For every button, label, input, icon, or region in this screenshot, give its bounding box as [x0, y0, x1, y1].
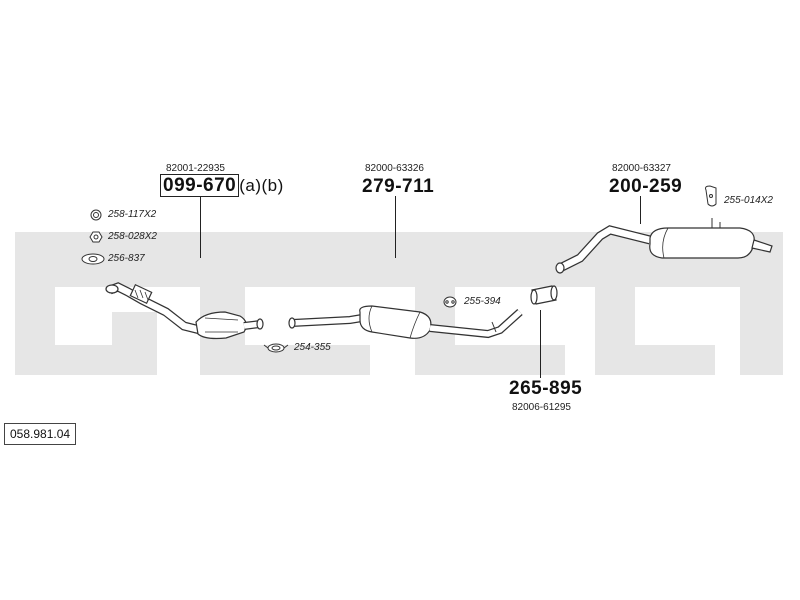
- front-pipe-oem-number: 82001-22935: [166, 163, 225, 174]
- leader-line-rear: [640, 196, 641, 224]
- leader-line-front: [200, 196, 201, 258]
- front-pipe-part-label[interactable]: 099-670(a)(b): [160, 174, 284, 197]
- nut-part-number[interactable]: 258-028X2: [108, 231, 157, 242]
- middle-silencer-part-number[interactable]: 279-711: [362, 176, 435, 197]
- watermark-block: [595, 345, 715, 375]
- front-pipe-part-number[interactable]: 099-670: [160, 174, 240, 197]
- nut-icon: [89, 231, 103, 243]
- rear-silencer-drawing[interactable]: [555, 218, 773, 274]
- ring-icon: [90, 209, 102, 221]
- connector-oem-number: 82006-61295: [512, 402, 571, 413]
- watermark-block: [15, 345, 155, 375]
- watermark-block: [740, 287, 783, 375]
- front-pipe-variant-suffix: (a)(b): [239, 176, 284, 195]
- leader-line-middle: [395, 196, 396, 258]
- middle-silencer-drawing[interactable]: [288, 305, 523, 339]
- clamp-part-number[interactable]: 254-355: [294, 342, 331, 353]
- rubber-hanger-part-number[interactable]: 255-394: [464, 296, 501, 307]
- connector-part-number[interactable]: 265-895: [509, 378, 583, 399]
- ring-part-number[interactable]: 258-117X2: [108, 209, 157, 220]
- bracket-icon: [705, 185, 717, 207]
- gasket-part-number[interactable]: 256-837: [108, 253, 145, 264]
- bracket-part-number[interactable]: 255-014X2: [724, 195, 773, 206]
- front-pipe-drawing[interactable]: [105, 282, 264, 340]
- leader-line-connector: [540, 310, 541, 378]
- rear-silencer-oem-number: 82000-63327: [612, 163, 671, 174]
- gasket-icon: [81, 253, 105, 265]
- watermark-block: [200, 345, 370, 375]
- clamp-icon: [263, 343, 289, 353]
- rear-silencer-part-number[interactable]: 200-259: [609, 176, 683, 197]
- middle-silencer-oem-number: 82000-63326: [365, 163, 424, 174]
- rubber-hanger-icon: [443, 296, 457, 308]
- connector-drawing[interactable]: [530, 285, 558, 305]
- diagram-code: 058.981.04: [4, 423, 77, 445]
